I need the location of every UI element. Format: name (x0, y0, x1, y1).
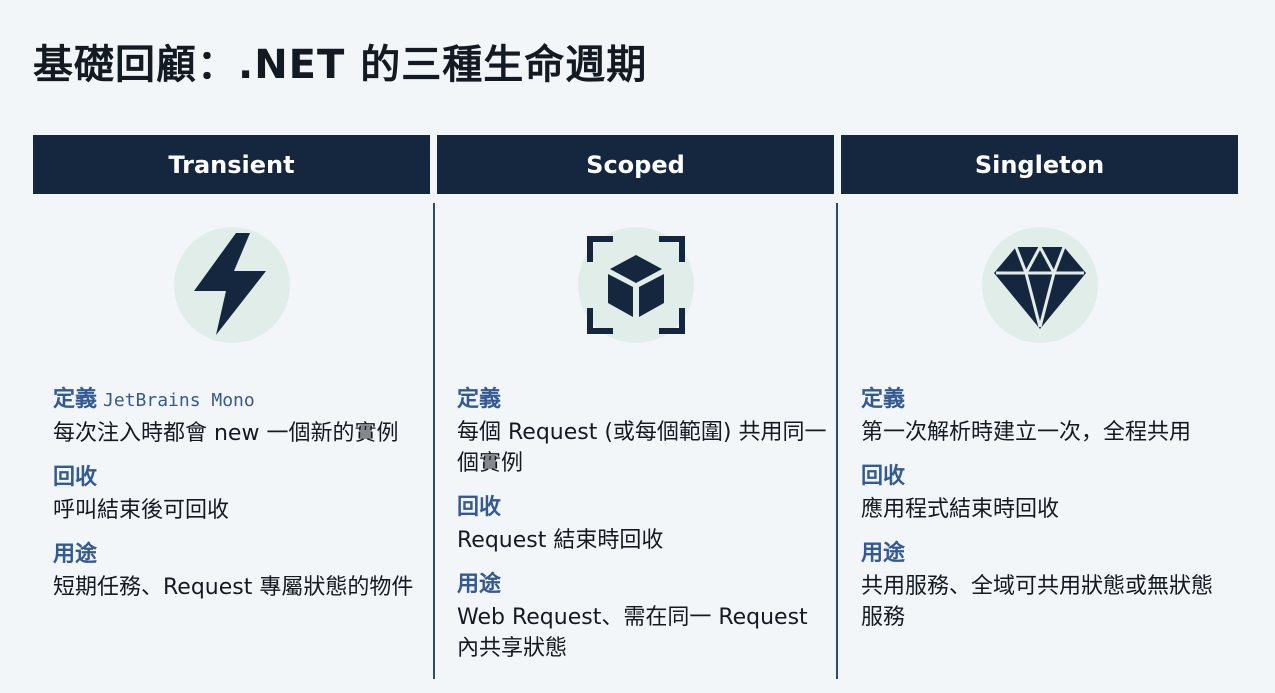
column-divider (433, 203, 435, 679)
usage-text: Web Request、需在同一 Request 內共享狀態 (457, 605, 808, 661)
column-divider (836, 203, 838, 679)
recycle-label: 回收 (53, 465, 98, 490)
definition-text: 每個 Request (或每個範圍) 共用同一個實例 (457, 420, 827, 476)
definition-label: 定義 (457, 387, 502, 412)
column-singleton: Singleton 定義 第一次解析時建立一次，全程共用 回收 應用程式結束時回… (841, 135, 1238, 693)
column-scoped: Scoped 定義 每個 Request (或每個範圍) 共用同一個實例 回收 … (437, 135, 834, 693)
column-header: Scoped (437, 135, 834, 194)
recycle-text: 呼叫結束後可回收 (53, 498, 230, 523)
font-note: JetBrains Mono (103, 390, 255, 411)
definition-label: 定義 (861, 387, 906, 412)
column-content: 定義 每個 Request (或每個範圍) 共用同一個實例 回收 Request… (457, 385, 827, 678)
recycle-label: 回收 (457, 495, 502, 520)
usage-label: 用途 (457, 572, 502, 597)
page-title: 基礎回顧：.NET 的三種生命週期 (33, 42, 648, 88)
column-content: 定義 第一次解析時建立一次，全程共用 回收 應用程式結束時回收 用途 共用服務、… (861, 385, 1231, 647)
column-header: Transient (33, 135, 430, 194)
column-header: Singleton (841, 135, 1238, 194)
lightning-icon (174, 227, 290, 343)
recycle-label: 回收 (861, 464, 906, 489)
definition-text: 第一次解析時建立一次，全程共用 (861, 420, 1192, 445)
diamond-icon (982, 227, 1098, 343)
definition-text: 每次注入時都會 new 一個新的實例 (53, 421, 399, 446)
usage-label: 用途 (861, 541, 906, 566)
recycle-text: Request 結束時回收 (457, 528, 664, 553)
scoped-cube-icon (578, 227, 694, 343)
recycle-text: 應用程式結束時回收 (861, 497, 1060, 522)
usage-label: 用途 (53, 542, 98, 567)
usage-text: 共用服務、全域可共用狀態或無狀態服務 (861, 574, 1214, 630)
usage-text: 短期任務、Request 專屬狀態的物件 (53, 575, 414, 600)
